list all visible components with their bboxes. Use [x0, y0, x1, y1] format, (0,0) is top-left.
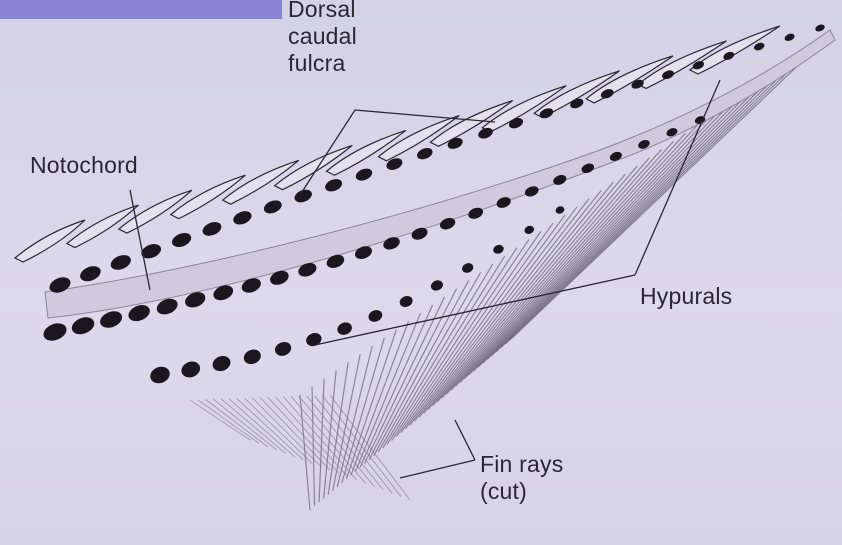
- fin-ray: [478, 92, 746, 367]
- hypural-block: [429, 279, 444, 293]
- hypural-block: [242, 347, 263, 366]
- dorsal-vertebra: [784, 32, 796, 42]
- hypural-block: [461, 262, 475, 275]
- leader-line: [315, 275, 635, 345]
- hypural-block: [179, 359, 202, 380]
- fin-ray: [190, 400, 250, 440]
- dorsal-vertebra: [201, 219, 224, 238]
- fin-ray: [492, 68, 782, 356]
- label-notochord: Notochord: [30, 152, 138, 179]
- fin-ray: [405, 223, 552, 429]
- dorsal-vertebra: [415, 146, 434, 162]
- fin-ray: [469, 109, 721, 375]
- fin-ray: [307, 396, 384, 490]
- fin-ray: [474, 100, 734, 370]
- dorsal-vertebra: [354, 166, 374, 183]
- notochord-band: [45, 30, 835, 318]
- ventral-vertebra: [69, 314, 97, 337]
- fin-ray: [324, 370, 337, 498]
- fin-ray: [213, 399, 276, 450]
- dorsal-vertebra: [109, 252, 134, 272]
- fin-ray: [487, 76, 769, 359]
- dorsal-vertebra: [262, 198, 284, 216]
- fin-ray: [198, 400, 259, 444]
- ventral-vertebra: [41, 320, 69, 344]
- label-fin-rays: Fin rays (cut): [480, 451, 563, 505]
- fin-ray: [360, 305, 433, 468]
- hypural-block: [148, 364, 173, 386]
- fin-ray: [252, 398, 321, 467]
- dorsal-vertebra: [323, 177, 344, 194]
- hypural-block: [304, 331, 323, 349]
- leader-line: [130, 190, 150, 290]
- hypural-block: [398, 294, 414, 309]
- hypural-block: [210, 353, 232, 373]
- fin-ray: [415, 207, 578, 421]
- fin-ray: [369, 289, 457, 460]
- fin-ray: [401, 231, 541, 432]
- ventral-vertebra: [98, 308, 125, 331]
- hypural-block: [367, 308, 384, 324]
- fin-ray: [483, 84, 758, 363]
- fin-ray: [355, 313, 420, 471]
- dorsal-vertebra: [814, 23, 826, 33]
- hypural-block: [523, 224, 535, 235]
- hypural-block: [335, 320, 353, 337]
- dorsal-vertebra: [231, 209, 253, 227]
- notochord-shape: [45, 30, 835, 318]
- leader-line: [455, 420, 475, 460]
- label-hypurals: Hypurals: [640, 283, 732, 310]
- fin-ray: [446, 150, 661, 395]
- leader-line: [400, 460, 475, 478]
- hypural-block: [554, 205, 565, 215]
- label-dorsal-caudal-fulcra: Dorsal caudal fulcra: [288, 0, 357, 77]
- hypural-block: [273, 340, 293, 359]
- fin-ray: [419, 199, 589, 418]
- hypural-block: [492, 243, 505, 255]
- fin-ray: [206, 399, 268, 446]
- dorsal-vertebra: [78, 263, 103, 284]
- fin-ray: [260, 398, 330, 471]
- fin-ray: [268, 397, 339, 473]
- fin-ray: [365, 297, 445, 464]
- dorsal-vertebra: [170, 230, 193, 249]
- leader-line: [635, 80, 720, 275]
